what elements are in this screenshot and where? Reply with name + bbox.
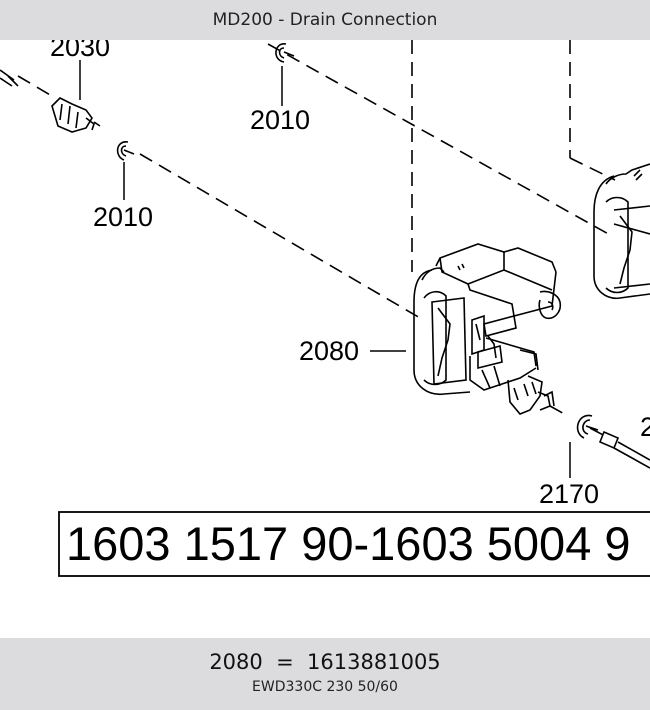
callout-cut-off: 2 — [640, 412, 650, 442]
callout-2010-top: 2010 — [250, 105, 310, 135]
model-line: EWD330C 230 50/60 — [252, 679, 398, 695]
callout-2010-left: 2010 — [93, 202, 153, 232]
clip-2010-top — [275, 43, 295, 63]
part-number-line: 2080 = 1613881005 — [209, 650, 441, 674]
exploded-parts-diagram: 2030 2010 2010 2080 2170 2 1603 1517 90-… — [0, 40, 650, 577]
callout-2080: 2080 — [299, 336, 359, 366]
drain-valve-2080 — [413, 243, 562, 415]
pipe-stub-left — [0, 69, 19, 87]
part-number-banner-text: 1603 1517 90-1603 5004 9 — [66, 517, 631, 570]
callout-leader-lines — [79, 60, 571, 478]
part-info-panel: 2080 = 1613881005 EWD330C 230 50/60 — [0, 638, 650, 710]
part-number-banner-frame — [58, 511, 650, 577]
title-bar: MD200 - Drain Connection — [0, 0, 650, 40]
drain-valve-partial-right — [593, 163, 650, 300]
callout-2170: 2170 — [539, 479, 599, 509]
assembly-dash-lines — [17, 40, 616, 437]
fitting-2030 — [51, 97, 101, 133]
tube-segment-right — [598, 430, 650, 469]
clip-2170 — [576, 414, 599, 439]
clip-2010-left — [116, 141, 135, 161]
callout-2030: 2030 — [50, 40, 110, 62]
page-title: MD200 - Drain Connection — [212, 10, 438, 30]
